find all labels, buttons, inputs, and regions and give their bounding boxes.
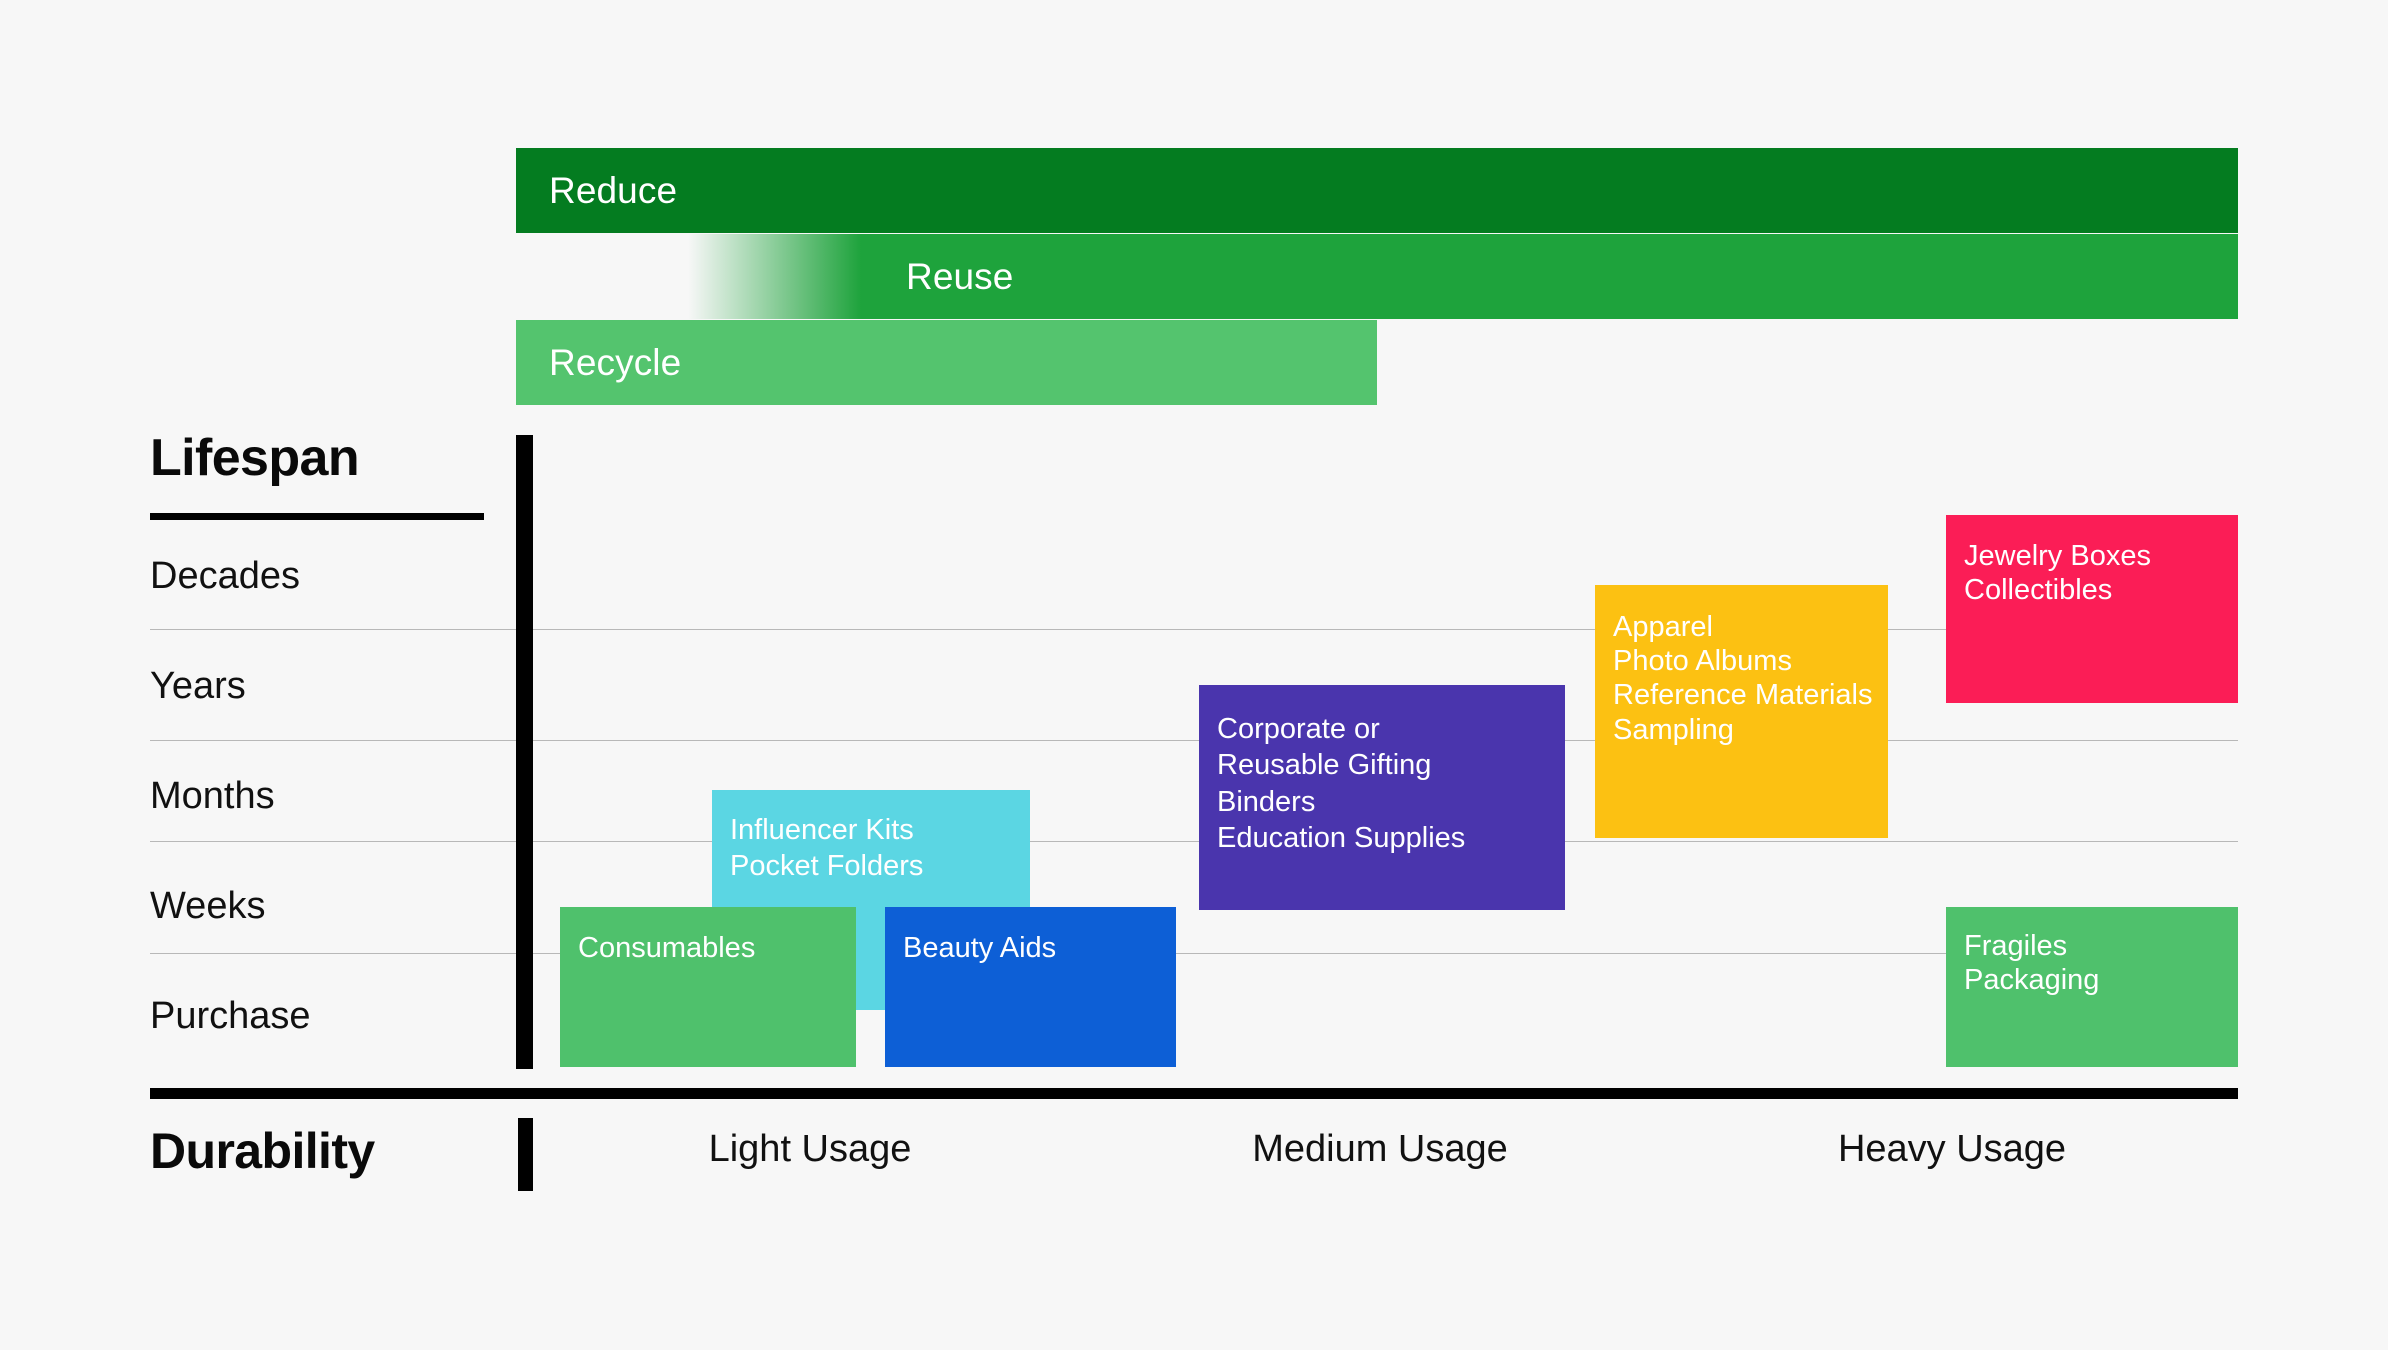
hierarchy-bar-recycle-label: Recycle xyxy=(549,341,682,383)
x-tick-heavy-usage: Heavy Usage xyxy=(1837,1128,2067,1170)
data-box-corporate-gifting[interactable]: Corporate or Reusable Gifting Binders Ed… xyxy=(1199,685,1565,910)
data-box-jewelry-boxes[interactable]: Jewelry Boxes Collectibles xyxy=(1946,515,2238,703)
data-box-beauty-aids-label: Beauty Aids xyxy=(903,932,1057,964)
data-box-fragiles-label: Fragiles Packaging xyxy=(1964,930,2100,997)
data-box-fragiles[interactable]: Fragiles Packaging xyxy=(1946,907,2238,1067)
y-tick-weeks: Weeks xyxy=(150,885,266,927)
data-box-influencer-kits-label: Influencer Kits Pocket Folders xyxy=(730,814,924,883)
data-box-corporate-gifting-label: Corporate or Reusable Gifting Binders Ed… xyxy=(1217,713,1466,854)
data-box-consumables[interactable]: Consumables xyxy=(560,907,856,1067)
x-tick-medium-usage: Medium Usage xyxy=(1252,1128,1508,1170)
x-axis-tick-mark xyxy=(518,1118,533,1191)
data-box-jewelry-boxes-label: Jewelry Boxes Collectibles xyxy=(1964,540,2151,607)
x-axis-line xyxy=(150,1088,2238,1099)
data-box-beauty-aids[interactable]: Beauty Aids xyxy=(885,907,1176,1067)
data-box-apparel[interactable]: Apparel Photo Albums Reference Materials… xyxy=(1595,585,1888,838)
gridline-weeks-purchase xyxy=(150,953,2238,954)
y-tick-months: Months xyxy=(150,775,275,817)
y-tick-decades: Decades xyxy=(150,555,300,597)
hierarchy-bar-reduce-label: Reduce xyxy=(549,169,678,211)
hierarchy-bar-recycle: Recycle xyxy=(516,320,1377,405)
hierarchy-bar-reduce: Reduce xyxy=(516,148,2238,233)
gridline-years-months xyxy=(150,740,2238,741)
hierarchy-bar-reuse-label: Reuse xyxy=(906,255,1014,297)
gridline-decades-years xyxy=(150,629,2238,630)
hierarchy-bar-reuse: Reuse xyxy=(516,234,2238,319)
gridline-months-weeks xyxy=(150,841,2238,842)
y-tick-years: Years xyxy=(150,665,246,707)
y-axis-title-underline xyxy=(150,513,484,520)
y-axis-line xyxy=(516,435,533,1069)
y-axis-title: Lifespan xyxy=(150,429,360,487)
x-axis-title: Durability xyxy=(150,1123,375,1179)
data-box-consumables-label: Consumables xyxy=(578,932,756,964)
x-tick-light-usage: Light Usage xyxy=(708,1128,912,1170)
y-tick-purchase: Purchase xyxy=(150,995,311,1037)
data-box-apparel-label: Apparel Photo Albums Reference Materials… xyxy=(1613,611,1873,746)
